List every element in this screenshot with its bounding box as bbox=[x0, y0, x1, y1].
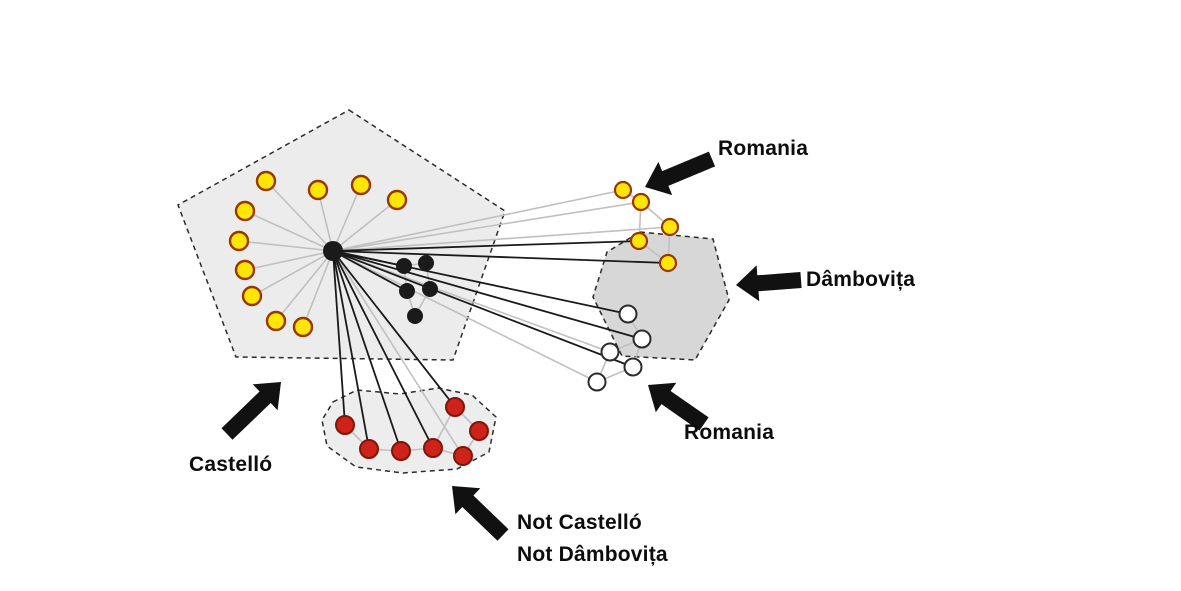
node-other-red bbox=[391, 441, 411, 461]
node-castello-yellow bbox=[386, 189, 408, 211]
node-romania-yellow bbox=[613, 180, 633, 200]
label-not-dambovita: Not Dâmbovița bbox=[517, 543, 668, 566]
edge-h-y6 bbox=[238, 240, 334, 252]
node-romania-white bbox=[632, 329, 652, 349]
label-not-castello: Not Castelló bbox=[517, 511, 642, 534]
node-castello-yellow bbox=[228, 230, 250, 252]
label-castello: Castelló bbox=[189, 453, 273, 476]
node-castello-yellow bbox=[234, 200, 256, 222]
arrow-dambovita bbox=[736, 265, 802, 302]
edge-h-y8 bbox=[251, 250, 334, 297]
node-romania-white bbox=[600, 342, 620, 362]
edge-h-ry4 bbox=[332, 240, 640, 252]
region-dambovita bbox=[592, 231, 730, 361]
node-castello-black bbox=[422, 281, 438, 297]
edge-h-r3 bbox=[332, 250, 402, 452]
edge-h-ry3 bbox=[332, 226, 671, 252]
node-romania-yellow bbox=[660, 217, 680, 237]
arrow-not-castello bbox=[452, 486, 509, 541]
edge-h-ry1 bbox=[332, 189, 624, 252]
edge-h-w2 bbox=[332, 250, 643, 340]
edge-h-y2 bbox=[317, 189, 334, 252]
node-romania-yellow bbox=[629, 231, 649, 251]
node-castello-yellow bbox=[350, 174, 372, 196]
arrow-romania-top bbox=[645, 151, 716, 196]
edge-h-y10 bbox=[302, 250, 334, 328]
edge-h-w3 bbox=[332, 250, 611, 353]
node-castello-yellow bbox=[241, 285, 263, 307]
node-hub bbox=[323, 241, 343, 261]
node-romania-white bbox=[587, 372, 607, 392]
node-other-red bbox=[335, 415, 355, 435]
edge-h-ry5 bbox=[332, 250, 669, 264]
node-castello-yellow bbox=[292, 316, 314, 338]
edge-h-r6 bbox=[332, 250, 456, 408]
edge-h-y5 bbox=[244, 210, 334, 252]
node-other-red bbox=[469, 421, 489, 441]
edge-h-w4 bbox=[332, 250, 634, 368]
edge-h-y9 bbox=[275, 250, 334, 322]
edge-h-y4 bbox=[332, 199, 398, 252]
node-castello-black bbox=[396, 258, 412, 274]
region-castello bbox=[177, 109, 506, 361]
label-romania-bottom: Romania bbox=[684, 421, 775, 444]
edge-h-r5 bbox=[332, 250, 464, 457]
edge-h-w1 bbox=[332, 250, 629, 315]
edge-h-r2 bbox=[332, 250, 370, 450]
node-castello-black bbox=[418, 255, 434, 271]
label-romania-top: Romania bbox=[718, 137, 809, 160]
node-romania-yellow bbox=[631, 192, 651, 212]
node-castello-black bbox=[407, 308, 423, 324]
node-castello-yellow bbox=[307, 179, 329, 201]
edge-h-y3 bbox=[332, 184, 362, 252]
node-castello-yellow bbox=[234, 259, 256, 281]
node-romania-white bbox=[618, 304, 638, 324]
label-dambovita: Dâmbovița bbox=[806, 268, 916, 291]
edge-h-b3 bbox=[332, 250, 408, 292]
edge-h-r1 bbox=[332, 250, 346, 426]
edge-h-y7 bbox=[244, 250, 334, 271]
node-other-red bbox=[359, 439, 379, 459]
node-romania-yellow bbox=[658, 253, 678, 273]
node-romania-white bbox=[623, 357, 643, 377]
node-castello-yellow bbox=[265, 310, 287, 332]
node-other-red bbox=[423, 438, 443, 458]
node-castello-yellow bbox=[255, 170, 277, 192]
node-other-red bbox=[445, 397, 465, 417]
edge-h-y1 bbox=[265, 180, 334, 252]
edge-h-ry2 bbox=[332, 201, 642, 252]
edge-h-w5 bbox=[332, 250, 598, 383]
arrow-romania-bottom bbox=[648, 382, 709, 431]
arrow-castello bbox=[221, 382, 281, 440]
node-other-red bbox=[453, 446, 473, 466]
node-castello-black bbox=[399, 283, 415, 299]
edge-h-r4 bbox=[332, 250, 434, 449]
label-not-group: Not Castelló Not Dâmbovița bbox=[517, 507, 668, 571]
